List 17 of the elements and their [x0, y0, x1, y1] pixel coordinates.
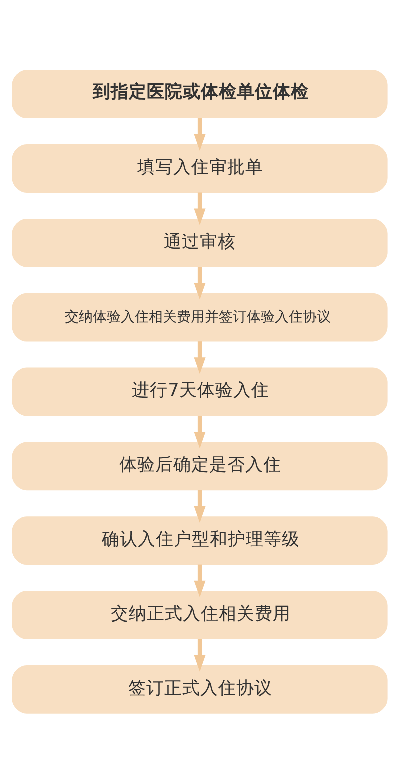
arrow	[194, 192, 206, 226]
node-box: 交纳体验入住相关费用并签订体验入住协议	[12, 293, 388, 342]
arrow	[194, 416, 206, 449]
arrow	[194, 342, 206, 374]
node-box: 通过审核	[12, 218, 388, 268]
node-box: 体验后确定是否入住	[12, 442, 388, 491]
node-box: 到指定医院或体检单位体检	[12, 70, 388, 119]
node-box: 进行7天体验入住	[12, 368, 388, 416]
arrow	[194, 490, 206, 524]
node-box: 确认入住户型和护理等级	[12, 516, 388, 566]
arrow	[194, 267, 206, 300]
arrow	[194, 118, 206, 151]
arrow	[194, 639, 206, 672]
node-box: 签订正式入住协议	[12, 665, 388, 714]
node-box: 交纳正式入住相关费用	[12, 591, 388, 640]
node-box: 填写入住审批单	[12, 144, 388, 193]
arrow	[194, 564, 206, 598]
